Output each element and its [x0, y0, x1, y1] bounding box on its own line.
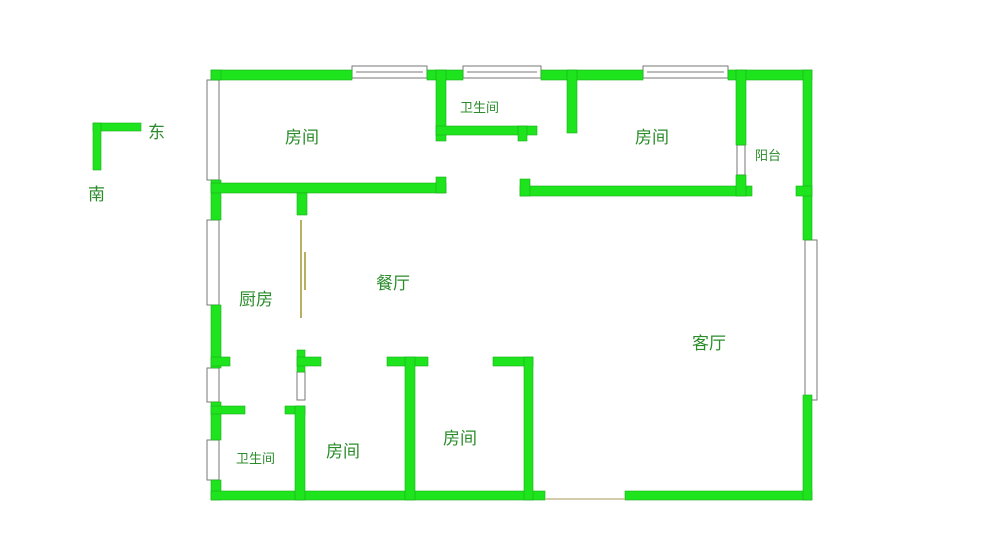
walls — [210, 69, 813, 501]
compass-icon — [92, 122, 142, 171]
room-label-bedroom-bottom-right: 房间 — [443, 429, 477, 449]
room-label-bedroom-top-left: 房间 — [285, 128, 319, 148]
room-label-dining: 餐厅 — [376, 274, 410, 294]
compass-east-label: 东 — [148, 123, 165, 143]
room-label-bedroom-top-right: 房间 — [635, 128, 669, 148]
windows — [206, 65, 818, 481]
room-label-bathroom-bottom: 卫生间 — [236, 452, 276, 467]
room-label-living: 客厅 — [692, 334, 726, 354]
room-label-bathroom-top: 卫生间 — [460, 101, 500, 116]
room-label-kitchen: 厨房 — [239, 290, 273, 310]
room-label-bedroom-bottom-left: 房间 — [326, 442, 360, 462]
compass-south-label: 南 — [88, 185, 105, 205]
room-label-balcony: 阳台 — [755, 149, 782, 164]
